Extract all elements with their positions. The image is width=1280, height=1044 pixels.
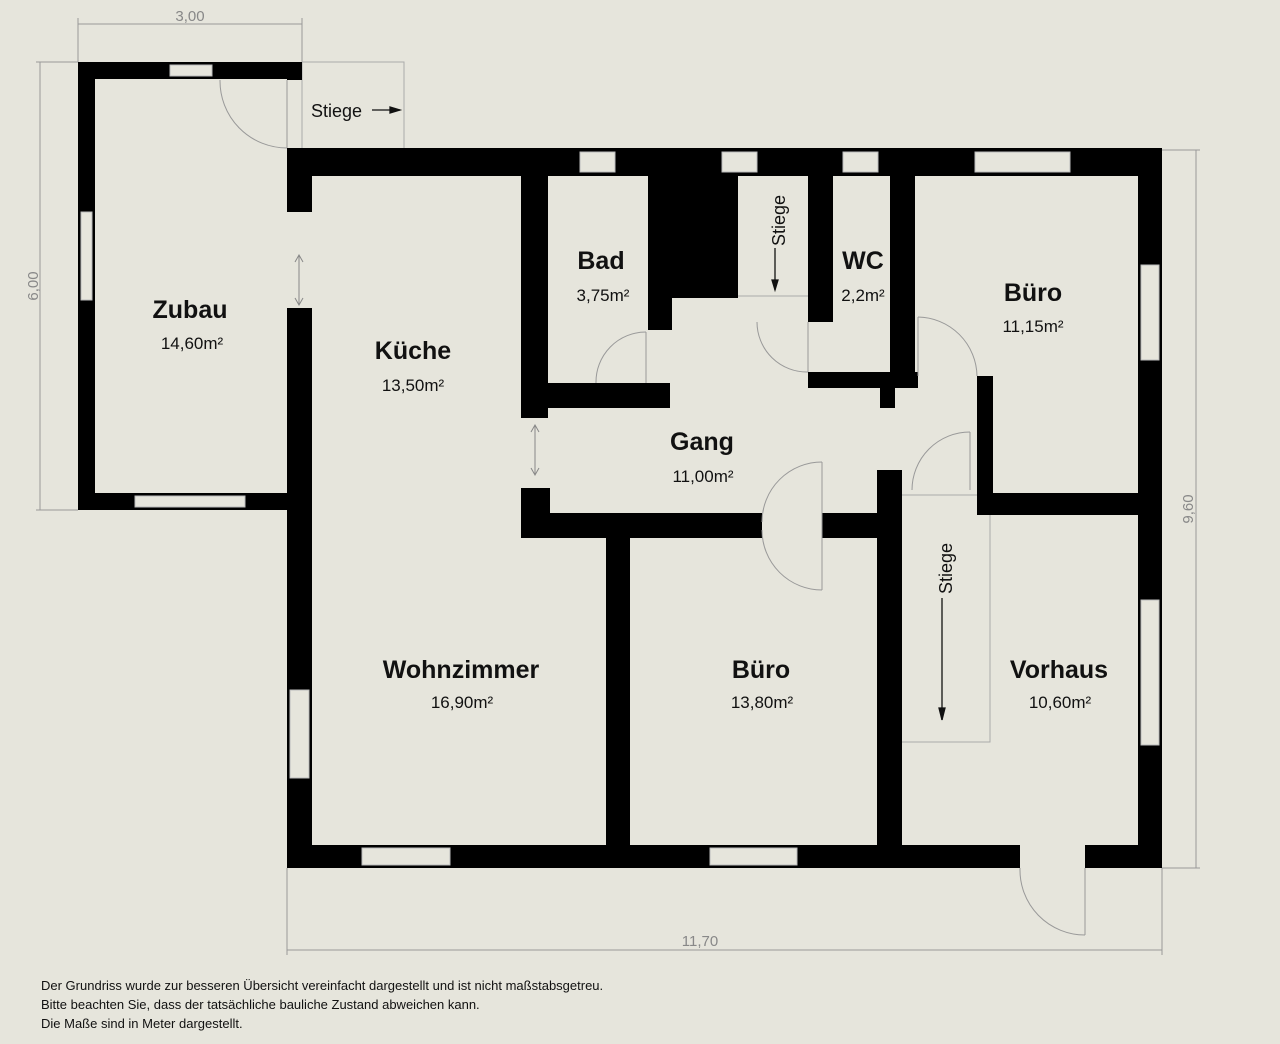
- door-buero-top[interactable]: [917, 316, 978, 377]
- doors: [219, 79, 1086, 936]
- stair-arrow-icon: [389, 106, 403, 114]
- door-buero-bottom[interactable]: [761, 461, 823, 591]
- window: [134, 495, 246, 508]
- room-name-buero-bottom: Büro: [732, 656, 790, 684]
- window: [289, 689, 310, 779]
- window: [721, 151, 758, 173]
- passage-arrow: [530, 423, 540, 477]
- door-entrance[interactable]: [1019, 867, 1086, 936]
- stair-label-center: Stiege: [769, 195, 789, 246]
- room-name-wohnzimmer: Wohnzimmer: [383, 656, 540, 684]
- window: [361, 847, 451, 866]
- note-line: Bitte beachten Sie, dass der tatsächlich…: [41, 997, 480, 1012]
- window: [1140, 264, 1160, 361]
- window: [80, 211, 93, 301]
- door-zubau[interactable]: [219, 79, 288, 149]
- door-vorhaus[interactable]: [911, 431, 971, 491]
- room-name-vorhaus: Vorhaus: [1010, 656, 1108, 684]
- room-area-vorhaus: 10,60m²: [1029, 693, 1092, 712]
- stair-label-right: Stiege: [936, 543, 956, 594]
- dim-height-right: 9,60: [1180, 494, 1197, 523]
- passage-arrows: [294, 253, 540, 477]
- door-wc[interactable]: [756, 321, 809, 373]
- passage-arrow: [294, 253, 304, 307]
- window: [842, 151, 879, 173]
- room-area-buero-bottom: 13,80m²: [731, 693, 794, 712]
- room-area-kueche: 13,50m²: [382, 376, 445, 395]
- dim-width-top: 3,00: [175, 8, 204, 25]
- stair-label-top-left: Stiege: [311, 101, 362, 121]
- dim-height-left: 6,00: [25, 271, 42, 300]
- room-area-wohnzimmer: 16,90m²: [431, 693, 494, 712]
- window: [709, 847, 798, 866]
- window: [169, 64, 213, 77]
- room-area-buero-top: 11,15m²: [1002, 317, 1063, 336]
- stair-arrow-icon: [938, 707, 946, 721]
- room-name-gang: Gang: [670, 428, 734, 456]
- window: [579, 151, 616, 173]
- door-bad[interactable]: [595, 331, 647, 384]
- room-name-bad: Bad: [577, 247, 624, 275]
- room-name-zubau: Zubau: [153, 296, 228, 324]
- room-name-buero-top: Büro: [1004, 279, 1062, 307]
- room-area-zubau: 14,60m²: [161, 334, 224, 353]
- walls: [78, 62, 1162, 868]
- windows: [80, 64, 1160, 866]
- stair-arrow-icon: [771, 279, 779, 293]
- room-name-kueche: Küche: [375, 337, 452, 365]
- room-name-wc: WC: [842, 247, 884, 275]
- room-area-bad: 3,75m²: [577, 286, 630, 305]
- window: [974, 151, 1071, 173]
- note-line: Der Grundriss wurde zur besseren Übersic…: [41, 978, 604, 993]
- note-line: Die Maße sind in Meter dargestellt.: [41, 1016, 243, 1031]
- dim-width-bottom: 11,70: [682, 933, 718, 950]
- disclaimer-notes: Der Grundriss wurde zur besseren Übersic…: [41, 976, 603, 1033]
- window: [1140, 599, 1160, 746]
- room-area-wc: 2,2m²: [841, 286, 885, 305]
- room-area-gang: 11,00m²: [672, 467, 733, 486]
